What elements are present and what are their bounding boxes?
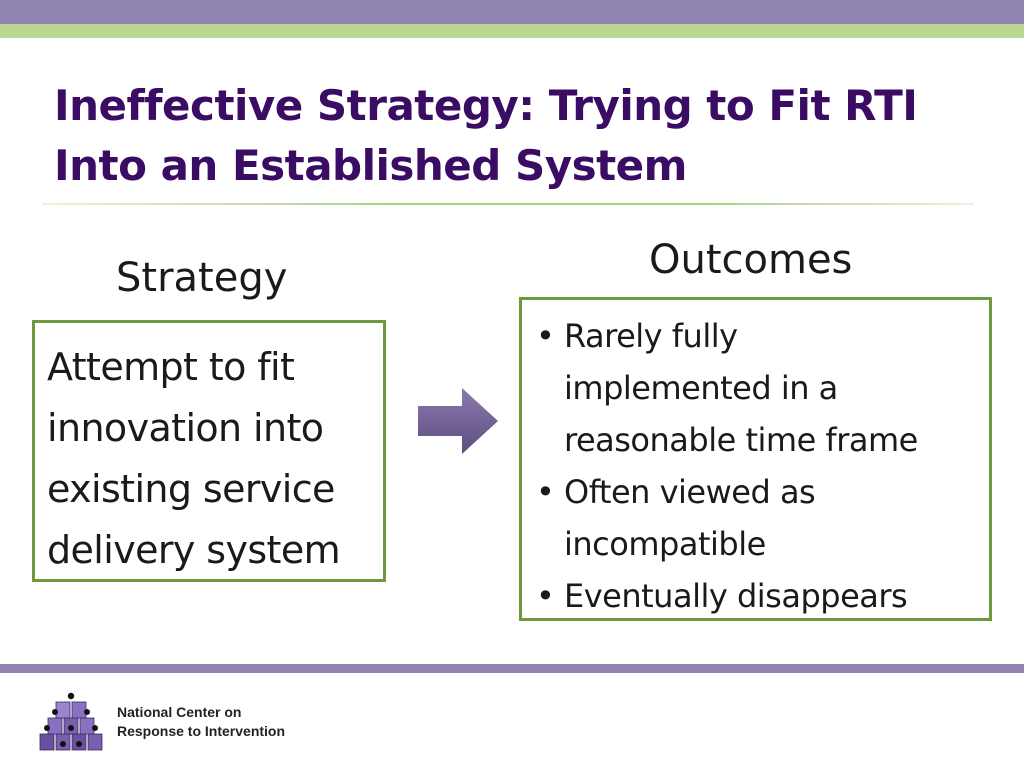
strategy-text: Attempt to fit innovation into existing … [47,337,371,581]
strategy-heading: Strategy [116,255,288,301]
slide-title-line-2: Into an Established System [54,141,687,190]
title-divider [42,203,974,205]
list-item: • Rarely fully implemented in a reasonab… [536,310,981,466]
right-arrow-icon [418,388,498,454]
outcome-line: Often viewed as [564,473,816,511]
outcome-line: reasonable time frame [564,421,918,459]
slide-title-line-1: Ineffective Strategy: Trying to Fit RTI [54,81,918,130]
strategy-line: innovation into [47,406,324,450]
outcome-line: Eventually disappears [564,577,908,615]
slide-title: Ineffective Strategy: Trying to Fit RTI … [54,76,994,196]
list-item: • Eventually disappears [536,570,981,622]
strategy-box: Attempt to fit innovation into existing … [32,320,386,582]
strategy-line: existing service [47,467,335,511]
org-line-2: Response to Intervention [117,723,286,739]
organization-name: National Center on Response to Intervent… [117,703,285,741]
bottom-purple-band [0,664,1024,673]
bullet-icon: • [536,473,555,511]
outcome-line: Rarely fully [564,317,738,355]
strategy-line: Attempt to fit [47,345,295,389]
strategy-line: delivery system [47,528,341,572]
outcome-line: implemented in a [564,369,838,407]
outcomes-list: • Rarely fully implemented in a reasonab… [536,310,981,622]
bullet-icon: • [536,577,555,615]
bullet-icon: • [536,317,555,355]
outcomes-box: • Rarely fully implemented in a reasonab… [519,297,992,621]
outcomes-heading: Outcomes [649,237,853,283]
top-green-band [0,24,1024,38]
list-item: • Often viewed as incompatible [536,466,981,570]
org-line-1: National Center on [117,704,242,720]
top-purple-band [0,0,1024,24]
outcome-line: incompatible [564,525,766,563]
stacked-cubes-logo-icon [39,692,103,751]
